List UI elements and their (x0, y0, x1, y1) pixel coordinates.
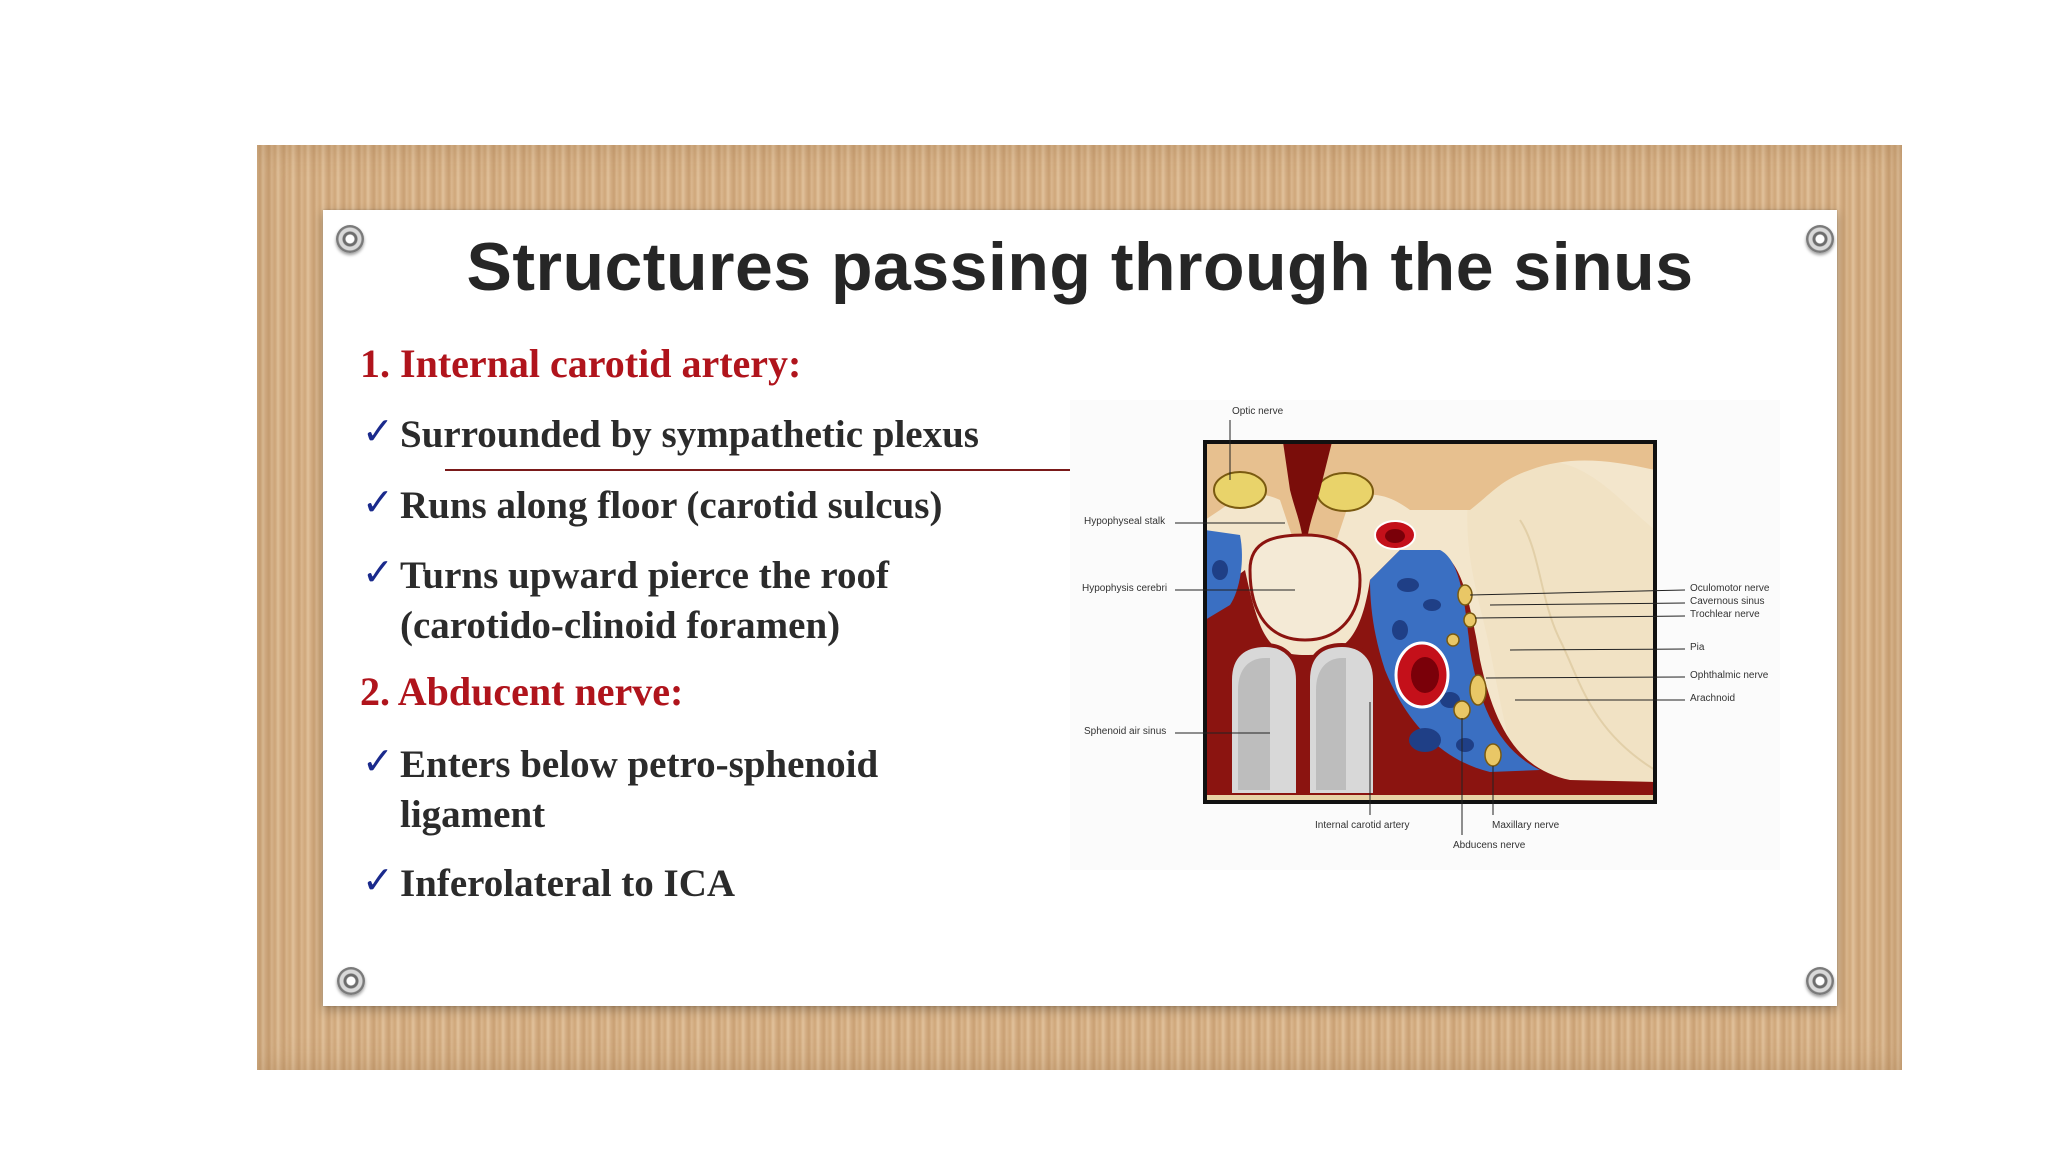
checkmark-icon: ✓ (362, 550, 394, 594)
pin-icon-bottom-left (337, 967, 365, 995)
section-heading-abducent: 2. Abducent nerve: (360, 669, 684, 714)
underline-divider (445, 469, 1070, 471)
pin-icon-top-left (336, 225, 364, 253)
bullet-item: ✓ Runs along floor (carotid sulcus) (362, 480, 942, 531)
label-trochlear-nerve: Trochlear nerve (1690, 609, 1760, 620)
checkmark-icon: ✓ (362, 409, 394, 453)
label-maxillary-nerve: Maxillary nerve (1492, 820, 1560, 831)
bullet-item: ✓ Inferolateral to ICA (362, 858, 735, 909)
label-pia: Pia (1690, 642, 1705, 653)
label-hypophysis-cerebri: Hypophysis cerebri (1082, 583, 1168, 594)
diagram-illustration (1175, 420, 1686, 835)
label-arachnoid: Arachnoid (1690, 693, 1736, 704)
checkmark-icon: ✓ (362, 480, 394, 524)
bullet-item: ✓ Turns upward pierce the roof (carotido… (362, 550, 889, 651)
label-hypophyseal-stalk: Hypophyseal stalk (1084, 516, 1166, 527)
pin-icon-bottom-right (1806, 967, 1834, 995)
label-cavernous-sinus: Cavernous sinus (1690, 596, 1765, 607)
slide-title: Structures passing through the sinus (466, 229, 1694, 305)
cavernous-sinus-diagram: Optic nerve Hypophyseal stalk Hypophysis… (1070, 400, 1780, 870)
checkmark-icon: ✓ (362, 739, 394, 783)
label-internal-carotid-artery: Internal carotid artery (1315, 820, 1410, 831)
bullet-item: ✓ Surrounded by sympathetic plexus (362, 409, 979, 460)
section-heading-internal-carotid: 1. Internal carotid artery: (360, 341, 802, 386)
label-abducens-nerve: Abducens nerve (1453, 840, 1526, 851)
checkmark-icon: ✓ (362, 858, 394, 902)
label-optic-nerve: Optic nerve (1232, 406, 1284, 417)
label-sphenoid-air-sinus: Sphenoid air sinus (1084, 726, 1167, 737)
label-ophthalmic-nerve: Ophthalmic nerve (1690, 670, 1769, 681)
pin-icon-top-right (1806, 225, 1834, 253)
label-oculomotor-nerve: Oculomotor nerve (1690, 583, 1770, 594)
bullet-item: ✓ Enters below petro-sphenoid ligament (362, 739, 878, 840)
